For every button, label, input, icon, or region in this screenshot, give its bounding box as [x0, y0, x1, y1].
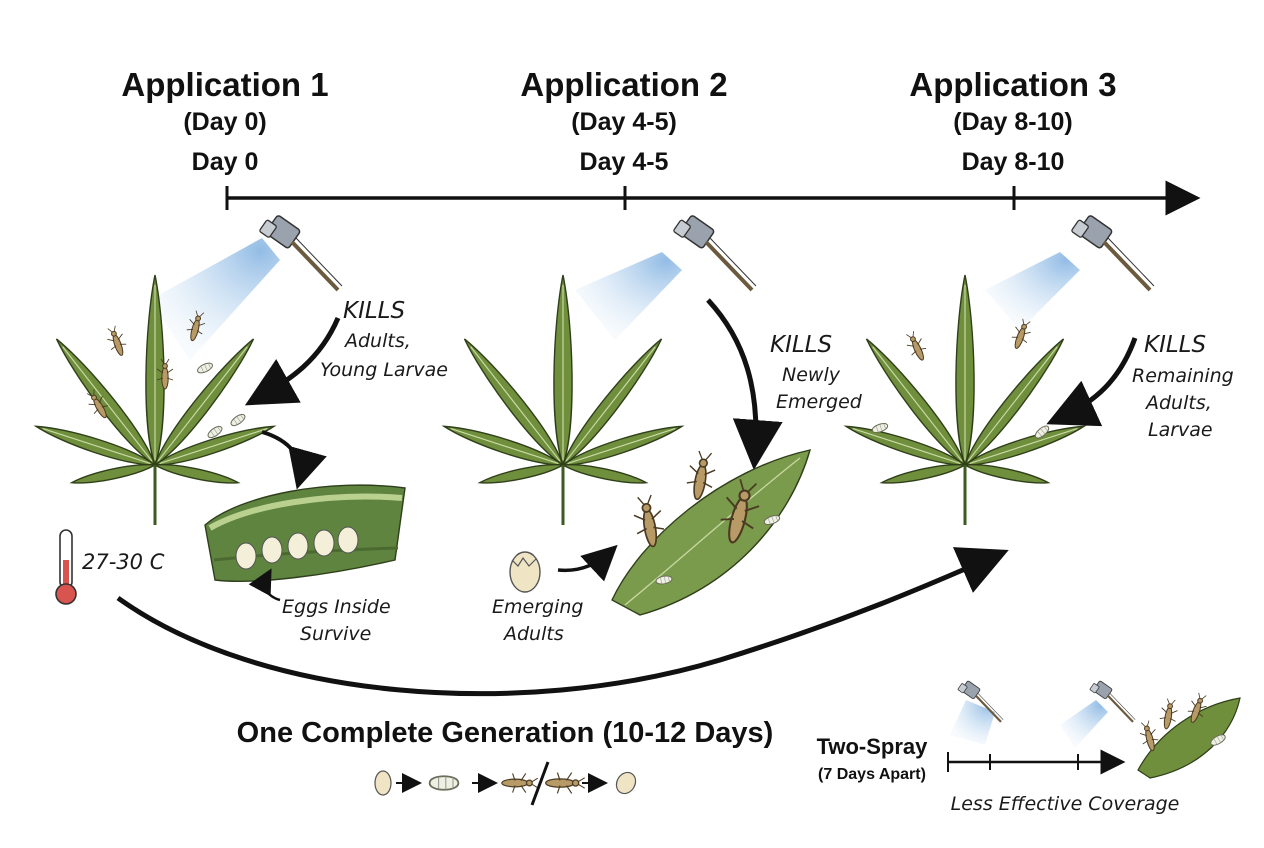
generation-arc [116, 547, 1009, 697]
kills-2-line2: Newly [782, 364, 841, 386]
scene-application-3: KILLS Remaining Adults, Larvae [842, 212, 1234, 527]
application-1-subtitle: (Day 0) [183, 108, 266, 136]
kills-arrow-1 [244, 317, 341, 406]
leaf-cross-section [204, 484, 406, 582]
cannabis-leaf-icon [32, 273, 278, 527]
scene-application-2: KILLS Newly Emerged Emerging Adults [440, 212, 863, 645]
egg-icon [615, 771, 637, 795]
application-2-subtitle: (Day 4-5) [571, 108, 677, 136]
thrips-insect-icon [545, 771, 586, 795]
emerging-line2: Adults [502, 623, 564, 645]
life-cycle-strip [374, 761, 637, 806]
larva-icon [870, 421, 890, 435]
larva-icon [195, 360, 215, 376]
spray-mist [985, 252, 1080, 330]
application-3-heading: Application 3 (Day 8-10) Day 8-10 [909, 66, 1116, 176]
larva-icon [428, 775, 460, 791]
application-2-tick-label: Day 4-5 [580, 148, 669, 176]
spray-mist [575, 252, 682, 340]
thermometer-icon [55, 529, 77, 605]
application-1-heading: Application 1 (Day 0) Day 0 [121, 66, 328, 176]
kills-arrow-3 [1046, 337, 1138, 427]
cannabis-leaf-icon [842, 273, 1088, 527]
application-2-title: Application 2 [520, 66, 727, 103]
kills-1-line3: Young Larvae [320, 359, 448, 381]
eggs-line1: Eggs Inside [282, 596, 391, 618]
application-2-heading: Application 2 (Day 4-5) Day 4-5 [520, 66, 727, 176]
kills-1-line2: Adults, [343, 330, 411, 352]
generation-label: One Complete Generation (10-12 Days) [237, 717, 774, 749]
small-leaf [1137, 697, 1241, 779]
kills-3-line4: Larvae [1148, 419, 1213, 441]
kills-arrow-2 [706, 298, 783, 470]
application-3-title: Application 3 [909, 66, 1116, 103]
kills-3-line3: Adults, [1144, 392, 1212, 414]
leaf-with-emerged-adults [611, 449, 811, 616]
two-spray-caption: Less Effective Coverage [951, 793, 1180, 815]
kills-3-line1: KILLS [1144, 332, 1206, 358]
egg-icon [374, 770, 392, 796]
application-1-title: Application 1 [121, 66, 328, 103]
scene-application-1: KILLS Adults, Young Larvae Eggs Inside S… [32, 212, 448, 645]
kills-1-line1: KILLS [343, 298, 405, 324]
application-3-tick-label: Day 8-10 [962, 148, 1065, 176]
eggs-line2: Survive [300, 623, 371, 645]
cannabis-leaf-icon [440, 273, 686, 527]
emerging-arrow [557, 544, 618, 582]
two-spray-subtitle: (7 Days Apart) [818, 766, 926, 783]
timeline [225, 180, 1201, 216]
spray-mist [150, 238, 280, 360]
temperature-label: 27-30 C [82, 550, 165, 574]
two-spray-title: Two-Spray [817, 734, 929, 759]
emerging-line1: Emerging [492, 596, 583, 618]
kills-3-line2: Remaining [1132, 365, 1234, 387]
two-spray-inset: Two-Spray (7 Days Apart) Less Effective … [817, 679, 1241, 815]
eggs-arrow [261, 430, 327, 490]
egg-icon [509, 551, 541, 593]
kills-2-line1: KILLS [770, 332, 832, 358]
eggs-pointer [248, 568, 281, 602]
spray-nozzle-icon [1071, 679, 1137, 737]
larva-icon [228, 411, 248, 429]
thrips-insect-icon [103, 323, 130, 359]
thrips-insect-icon [501, 772, 539, 794]
application-3-subtitle: (Day 8-10) [953, 108, 1073, 136]
application-1-tick-label: Day 0 [192, 148, 259, 176]
thrips-insect-icon [902, 328, 931, 364]
kills-2-line3: Emerged [776, 391, 863, 413]
